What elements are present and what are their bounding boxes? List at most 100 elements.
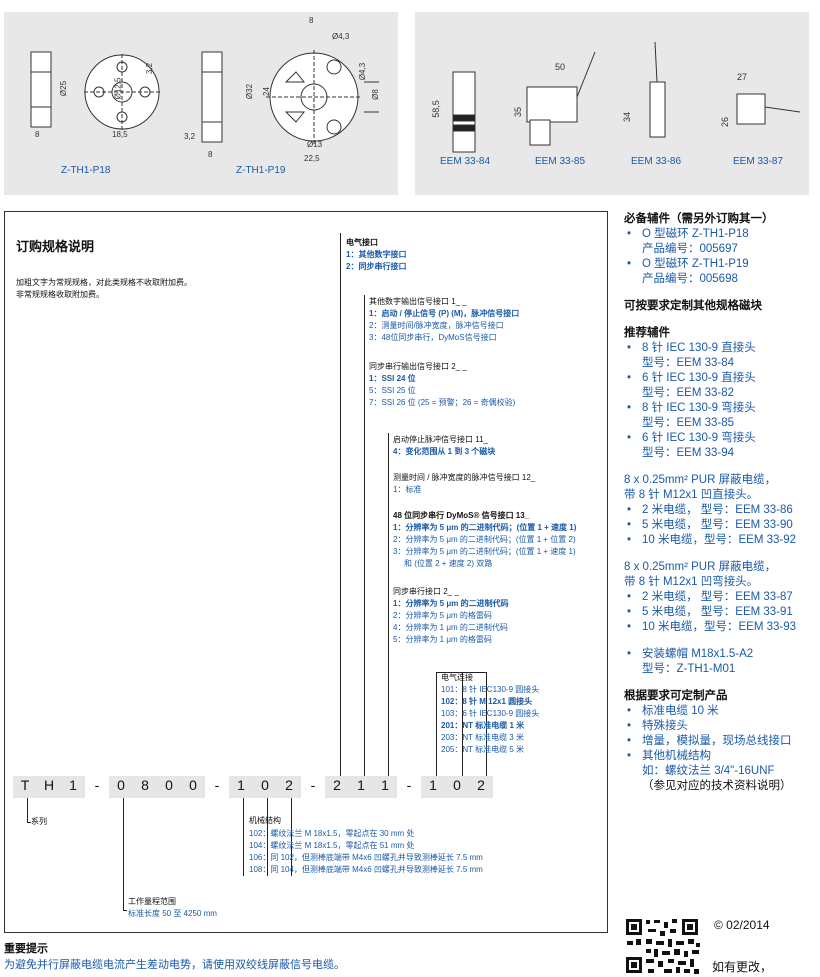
cable-straight-heading-1: 8 x 0.25mm² PUR 屏蔽电缆，: [624, 474, 777, 486]
code-char: 0: [189, 777, 197, 793]
start-stop-option: 4：变化范围从 1 到 3 个磁块: [393, 447, 496, 456]
connection-103: 103：6 针 IEC130-9 圆接头: [441, 709, 540, 718]
connection-101: 101：8 针 IEC130-9 圆接头: [441, 685, 540, 694]
mounting-nut-model: 型号：Z-TH1-M01: [642, 663, 736, 675]
rec-item: 6 针 IEC 130-9 弯接头: [624, 431, 820, 446]
dim-p19-3-2: 3,2: [184, 132, 196, 141]
caption-z-th1-p18: Z-TH1-P18: [61, 165, 111, 176]
elec-option-2: 2：同步串行接口: [346, 262, 407, 271]
code-char: 1: [357, 777, 365, 793]
dim-p19-d43: Ø4,3: [332, 32, 350, 41]
req-item-p18: O 型磁环 Z-TH1-P18: [624, 227, 820, 242]
dymos-option-1: 1：分辨率为 5 μm 的二进制代码；(位置 1 + 速度 1): [393, 523, 577, 532]
mech-108: 108：同 104，但测棒底端带 M4x6 凹螺孔并导致测棒延长 7.5 mm: [249, 865, 483, 874]
other-digital-2: 2：测量时间/脉冲宽度，脉冲信号接口: [369, 321, 504, 330]
cable-angled-item: 2 米电缆， 型号：EEM 33-87: [624, 590, 820, 605]
dim-p18-d12: Ø12,5: [113, 77, 123, 100]
ssi-option-1: 1：SSI 24 位: [369, 374, 416, 383]
dymos-title: 48 位同步串行 DyMoS® 信号接口 13_: [393, 511, 530, 520]
recommended-accessories-title: 推荐辅件: [624, 327, 670, 339]
dymos-option-3b: 和 (位置 2 + 速度 2) 双路: [404, 559, 493, 568]
code-char: T: [20, 777, 30, 793]
code-char: 0: [261, 777, 269, 793]
code-char: 0: [453, 777, 461, 793]
dymos-option-2: 2：分辨率为 5 μm 的二进制代码；(位置 1 + 位置 2): [393, 535, 576, 544]
custom-example: 如：螺纹法兰 3/4"-16UNF: [642, 765, 775, 777]
order-code-box: [4, 211, 608, 933]
other-digital-3: 3：48位同步串行，DyMoS信号接口: [369, 333, 497, 342]
mech-102: 102：螺纹法兰 M 18x1.5，零起点在 30 mm 处: [249, 829, 415, 838]
rec-item-model: 型号：EEM 33-82: [642, 387, 735, 399]
code-char: 1: [237, 777, 245, 793]
code-char: -: [214, 777, 220, 793]
ssi-title: 同步串行输出信号接口 2_ _: [369, 362, 467, 371]
sync-option-4: 4：分辨率为 1 μm 的二进制代码: [393, 623, 508, 632]
sync-serial-title: 同步串行接口 2_ _: [393, 587, 459, 596]
ssi-option-5: 5：SSI 25 位: [369, 386, 416, 395]
cable-straight-item: 2 米电缆， 型号：EEM 33-86: [624, 503, 820, 518]
required-accessories-title: 必备辅件（需另外订购其一）: [624, 213, 774, 225]
copyright: © 02/2014: [714, 918, 770, 932]
connection-205: 205：NT 标准电缆 5 米: [441, 745, 524, 754]
range-title: 工作量程范围: [128, 897, 176, 906]
code-char: 2: [477, 777, 485, 793]
cable-angled-heading-2: 带 8 针 M12x1 凹弯接头。: [624, 576, 759, 588]
magnet-drawings: [30, 50, 379, 144]
rec-item: 8 针 IEC 130-9 弯接头: [624, 401, 820, 416]
custom-reference: （参见对应的技术资料说明）: [642, 780, 792, 792]
code-char: 1: [69, 777, 77, 793]
dim-p18-3-2: 3,2: [145, 62, 155, 75]
elec-option-1: 1：其他数字接口: [346, 250, 407, 259]
dim-eem-33-84: 58,5: [430, 100, 441, 118]
custom-item: 特殊接头: [624, 719, 820, 734]
req-item-p19-no: 产品编号：005698: [642, 273, 738, 285]
dymos-option-3: 3：分辨率为 5 μm 的二进制代码；(位置 1 + 速度 1): [393, 547, 576, 556]
dim-p19-8b: 8: [208, 150, 213, 159]
dim-eem-33-85-w: 50: [555, 62, 566, 72]
req-item-p19: O 型磁环 Z-TH1-P19: [624, 257, 820, 272]
custom-item: 增量，模拟量，现场总线接口: [624, 734, 820, 749]
req-item-p18-no: 产品编号：005697: [642, 243, 738, 255]
code-char: 1: [429, 777, 437, 793]
dim-p19-22-5: 22,5: [304, 154, 320, 163]
note-bold-standard: 加粗文字为常规规格，对此类规格不收取附加费。: [16, 278, 192, 287]
drawing-panel-connectors: 58,5 50 35 34 27 26 EEM 33-84 EEM 33-85 …: [415, 12, 809, 195]
other-digital-title: 其他数字输出信号接口 1_ _: [369, 297, 467, 306]
dim-p19-24: 24: [261, 87, 271, 96]
dim-eem-33-85-h: 35: [513, 106, 524, 118]
important-note-title: 重要提示: [4, 943, 48, 955]
connection-102: 102：8 针 M 12x1 圆接头: [441, 697, 533, 706]
mech-104: 104：螺纹法兰 M 18x1.5，零起点在 51 mm 处: [249, 841, 415, 850]
dim-p19-d8: Ø8: [370, 89, 380, 100]
code-char: 0: [165, 777, 173, 793]
caption-z-th1-p19: Z-TH1-P19: [236, 165, 286, 176]
custom-item: 标准电缆 10 米: [624, 704, 820, 719]
connection-title: 电气连接: [441, 673, 473, 682]
cable-angled-item: 10 米电缆，型号：EEM 33-93: [624, 620, 820, 635]
custom-item: 其他机械结构: [624, 749, 820, 764]
dim-p18-18-5: 18,5: [112, 130, 128, 139]
cable-straight-item: 5 米电缆， 型号：EEM 33-90: [624, 518, 820, 533]
ssi-option-7: 7：SSI 26 位 (25 = 预警；26 = 奇偶校验): [369, 398, 516, 407]
code-char: -: [310, 777, 316, 793]
series-label: 系列: [31, 817, 47, 826]
mounting-nut: 安装螺帽 M18x1.5-A2: [624, 647, 820, 662]
dim-p19-d13: Ø13: [307, 140, 323, 149]
code-char: 2: [333, 777, 341, 793]
custom-products-title: 根据要求可定制产品: [624, 690, 728, 702]
mech-title: 机械结构: [249, 816, 281, 825]
start-stop-title: 启动停止脉冲信号接口 11_: [393, 435, 488, 444]
range-standard: 标准长度 50 至 4250 mm: [128, 909, 217, 918]
caption-eem-33-86: EEM 33-86: [631, 156, 682, 167]
drawing-panel-magnets: Ø12,5 Ø25 3,2 18,5 8 8 Ø4,3 Ø32 24 Ø4,3 …: [4, 12, 398, 195]
cable-angled-item: 5 米电缆， 型号：EEM 33-91: [624, 605, 820, 620]
dim-eem-33-86: 34: [622, 111, 633, 123]
dim-eem-33-87-w: 27: [737, 72, 748, 82]
code-char: -: [406, 777, 412, 793]
other-digital-1: 1：启动 / 停止信号 (P) (M)，脉冲信号接口: [369, 309, 520, 318]
code-char: 1: [381, 777, 389, 793]
connector-drawings: [452, 41, 801, 153]
dim-p19-8: 8: [309, 16, 314, 25]
measure-time-option: 1：标准: [393, 485, 422, 494]
accessories-column: 必备辅件（需另外订购其一） O 型磁环 Z-TH1-P18 产品编号：00569…: [624, 212, 820, 794]
